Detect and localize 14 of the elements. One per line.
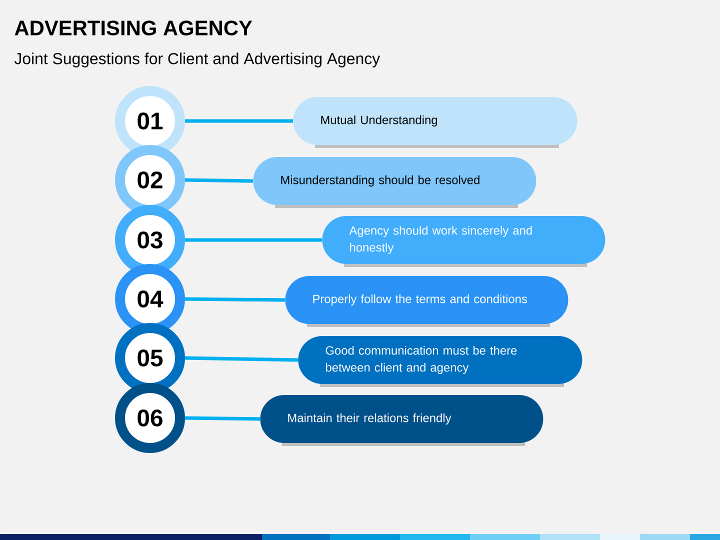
text-pill: Properly follow the terms and conditions xyxy=(285,276,568,327)
text-pill: Good communication must be there between client and agency xyxy=(298,336,582,387)
text-pill: Misunderstanding should be resolved xyxy=(253,157,536,208)
subtitle: Joint Suggestions for Client and Advertising Agency xyxy=(14,52,380,68)
text-pill: Mutual Understanding xyxy=(293,97,578,148)
connector-line xyxy=(185,238,322,242)
title: ADVERTISING AGENCY xyxy=(14,20,252,36)
connector-line xyxy=(184,416,260,421)
text-pill: Agency should work sincerely and honestly xyxy=(322,216,606,267)
connector-line xyxy=(184,297,286,302)
connector-line xyxy=(185,119,293,123)
connector-line xyxy=(184,356,298,362)
connector-line xyxy=(184,178,254,183)
text-pill: Maintain their relations friendly xyxy=(260,395,544,446)
